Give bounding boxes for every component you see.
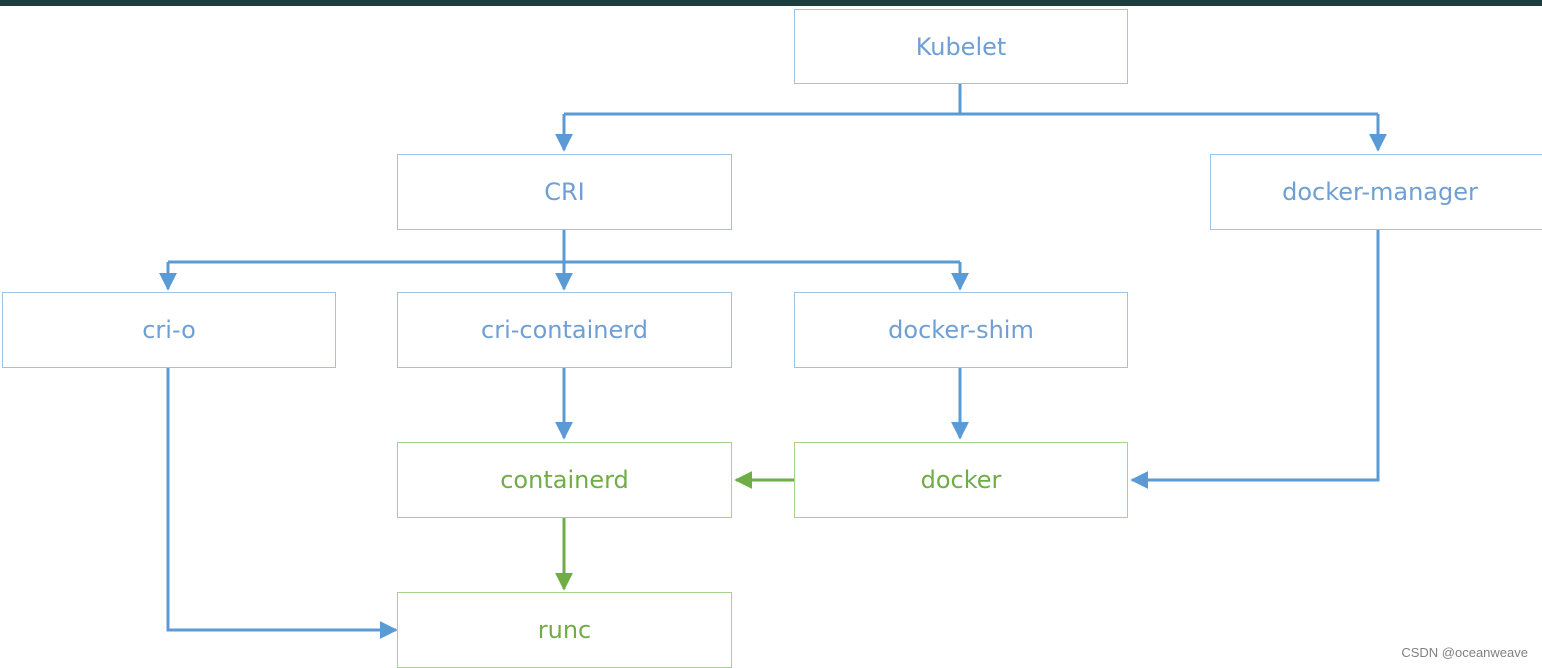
node-runc: runc	[397, 592, 732, 668]
node-containerd: containerd	[397, 442, 732, 518]
top-dark-bar	[0, 0, 1542, 6]
watermark: CSDN @oceanweave	[1401, 645, 1528, 660]
node-cri-o: cri-o	[2, 292, 336, 368]
node-kubelet: Kubelet	[794, 9, 1128, 84]
edge-cri-o-to-runc	[166, 368, 398, 639]
node-docker-shim: docker-shim	[794, 292, 1128, 368]
edge-docker-manager-to-docker	[1130, 230, 1380, 489]
node-docker-manager: docker-manager	[1210, 154, 1542, 230]
node-cri: CRI	[397, 154, 732, 230]
node-cri-containerd: cri-containerd	[397, 292, 732, 368]
node-docker: docker	[794, 442, 1128, 518]
